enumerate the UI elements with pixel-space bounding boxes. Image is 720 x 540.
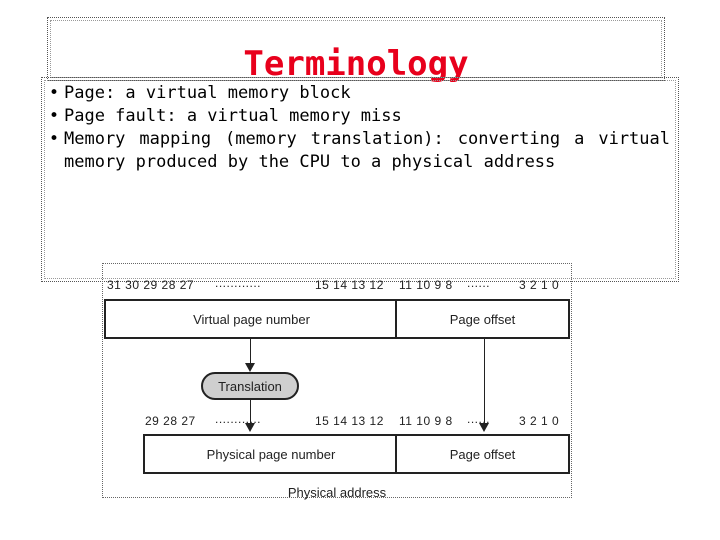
virtual-bits-mid: 15 14 13 12 — [315, 278, 384, 292]
virtual-bits-high: 31 30 29 28 27 — [107, 278, 195, 292]
arrow-to-physical-page — [250, 400, 251, 424]
translation-box: Translation — [201, 372, 299, 400]
physical-page-number-field: Physical page number — [143, 434, 397, 474]
address-translation-diagram: 31 30 29 28 27 ............ 15 14 13 12 … — [102, 263, 572, 500]
physical-bits-offset-high: 11 10 9 8 — [399, 414, 453, 428]
virtual-bits-ellipsis: ............ — [215, 276, 262, 290]
physical-page-offset-field: Page offset — [397, 434, 570, 474]
virtual-bits-low: 3 2 1 0 — [519, 278, 560, 292]
arrow-offset-passthrough — [484, 339, 485, 424]
physical-bits-mid: 15 14 13 12 — [315, 414, 384, 428]
bullet-text: Memory mapping (memory translation): con… — [64, 129, 670, 172]
physical-bits-high: 29 28 27 — [145, 414, 196, 428]
virtual-page-offset-label: Page offset — [449, 311, 516, 327]
bullet-text: Page: a virtual memory block — [64, 83, 351, 103]
physical-bits-ellipsis: ............ — [215, 412, 262, 426]
arrow-head-offset — [479, 423, 489, 432]
virtual-page-number-field: Virtual page number — [104, 299, 397, 339]
translation-label: Translation — [218, 378, 282, 394]
physical-page-offset-label: Page offset — [449, 446, 516, 462]
bullet-marker: • — [48, 129, 60, 149]
bullet-marker: • — [48, 106, 60, 126]
virtual-page-number-label: Virtual page number — [193, 311, 310, 327]
bullet-text: Page fault: a virtual memory miss — [64, 106, 402, 126]
title-frame: Terminology — [47, 17, 665, 84]
arrow-head-to-translation — [245, 363, 255, 372]
bullet-item: • Page fault: a virtual memory miss — [44, 105, 670, 128]
physical-bits-ellipsis-right: ...... — [467, 412, 491, 426]
bullet-marker: • — [48, 83, 60, 103]
virtual-field-divider — [395, 299, 397, 339]
physical-field-divider — [395, 434, 397, 474]
bullet-item: • Memory mapping (memory translation): c… — [44, 128, 670, 174]
content-frame — [41, 77, 679, 282]
bullet-item: • Page: a virtual memory block — [44, 82, 670, 105]
virtual-page-offset-field: Page offset — [397, 299, 570, 339]
physical-address-label: Physical address — [287, 485, 387, 500]
arrow-to-translation — [250, 339, 251, 364]
physical-bits-low: 3 2 1 0 — [519, 414, 560, 428]
bullet-list: • Page: a virtual memory block • Page fa… — [44, 82, 670, 174]
virtual-bits-offset-high: 11 10 9 8 — [399, 278, 453, 292]
virtual-bits-ellipsis-right: ...... — [467, 276, 491, 290]
physical-page-number-label: Physical page number — [206, 446, 336, 462]
arrow-head-to-physical-page — [245, 423, 255, 432]
